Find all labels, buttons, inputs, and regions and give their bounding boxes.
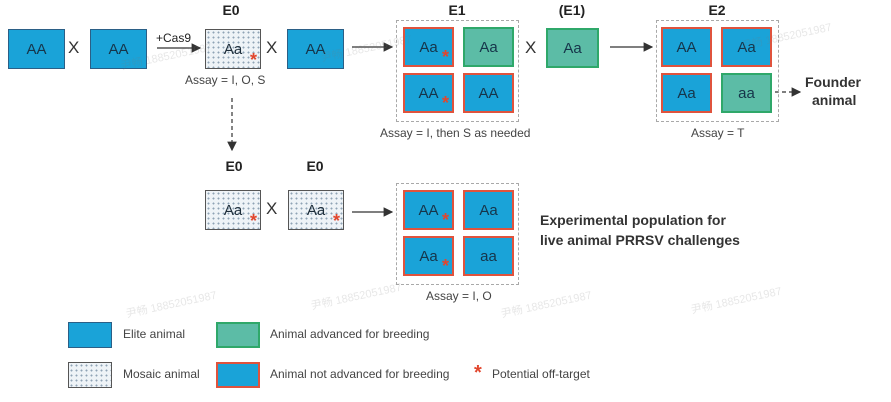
mosaic-animal-box: Aa * (205, 29, 261, 69)
genotype-label: Aa (479, 38, 498, 56)
genotype-label: aa (738, 84, 755, 102)
genotype-label: Aa (223, 40, 243, 58)
legend-label-elite: Elite animal (123, 327, 186, 341)
genotype-label: aa (480, 247, 497, 265)
genotype-label: AA (26, 40, 47, 58)
genotype-label: Aa (419, 247, 438, 265)
genotype-label: Aa (737, 38, 756, 56)
legend-swatch-not-advanced (216, 362, 260, 388)
elite-animal-box: AA (8, 29, 65, 69)
genotype-label: Aa (419, 38, 438, 56)
assay-label-e2: Assay = T (691, 126, 745, 140)
legend-label-not-advanced: Animal not advanced for breeding (270, 367, 450, 381)
experimental-population-group (396, 183, 519, 285)
elite-animal-box: AA (90, 29, 147, 69)
off-target-star: * (332, 211, 340, 231)
advanced-animal-box: Aa (463, 27, 514, 67)
stage-label-e0: E0 (306, 158, 324, 174)
off-target-star: * (249, 211, 257, 231)
advanced-animal-box: aa (721, 73, 772, 113)
genotype-label: AA (676, 38, 697, 56)
stage-label-e0: E0 (225, 158, 243, 174)
cross-symbol: X (266, 38, 278, 57)
genotype-label: AA (418, 201, 439, 219)
genotype-label: AA (418, 84, 439, 102)
cross-symbol: X (68, 38, 80, 57)
genotype-label: Aa (223, 201, 243, 219)
off-target-star: * (441, 93, 449, 113)
legend-label-advanced: Animal advanced for breeding (270, 327, 430, 341)
stage-label-e1: E1 (448, 2, 466, 18)
founder-label-line2: animal (812, 92, 857, 108)
not-advanced-animal-box: AA (463, 73, 514, 113)
elite-animal-box: AA (287, 29, 344, 69)
genotype-label: Aa (479, 201, 498, 219)
e1-offspring-group (396, 20, 519, 122)
not-advanced-animal-box: AA * (403, 190, 454, 230)
genotype-label: AA (478, 84, 499, 102)
cross-symbol: X (525, 38, 537, 57)
experimental-label-line2: live animal PRRSV challenges (540, 232, 740, 248)
stage-label-e2: E2 (708, 2, 726, 18)
legend-swatch-advanced (216, 322, 260, 348)
assay-label-e1: Assay = I, then S as needed (380, 126, 531, 140)
assay-label-e0: Assay = I, O, S (185, 73, 266, 87)
not-advanced-animal-box: AA (661, 27, 712, 67)
legend-swatch-mosaic (68, 362, 112, 388)
legend-label-off-target: Potential off-target (492, 367, 590, 381)
experimental-label-line1: Experimental population for (540, 212, 726, 228)
advanced-animal-box: Aa (546, 28, 599, 68)
not-advanced-animal-box: aa (463, 236, 514, 276)
stage-label-e1-parenthesized: (E1) (558, 2, 586, 18)
legend-label-mosaic: Mosaic animal (123, 367, 200, 381)
legend-star-icon: * (474, 362, 482, 384)
off-target-star: * (441, 210, 449, 230)
genotype-label: AA (108, 40, 129, 58)
not-advanced-animal-box: Aa * (403, 27, 454, 67)
not-advanced-animal-box: Aa (463, 190, 514, 230)
mosaic-animal-box: Aa * (205, 190, 261, 230)
not-advanced-animal-box: Aa (661, 73, 712, 113)
assay-label-bottom: Assay = I, O (426, 289, 492, 303)
genotype-label: AA (305, 40, 326, 58)
legend-swatch-elite (68, 322, 112, 348)
cross-symbol: X (266, 199, 278, 218)
not-advanced-animal-box: Aa (721, 27, 772, 67)
e2-offspring-group (656, 20, 779, 122)
genotype-label: Aa (677, 84, 696, 102)
off-target-star: * (441, 256, 449, 276)
genotype-label: Aa (563, 39, 582, 57)
not-advanced-animal-box: AA * (403, 73, 454, 113)
cas9-label: +Cas9 (156, 31, 192, 45)
stage-label-e0: E0 (222, 2, 240, 18)
genotype-label: Aa (306, 201, 326, 219)
founder-label-line1: Founder (805, 74, 861, 90)
mosaic-animal-box: Aa * (288, 190, 344, 230)
off-target-star: * (441, 47, 449, 67)
off-target-star: * (249, 50, 257, 70)
not-advanced-animal-box: Aa * (403, 236, 454, 276)
